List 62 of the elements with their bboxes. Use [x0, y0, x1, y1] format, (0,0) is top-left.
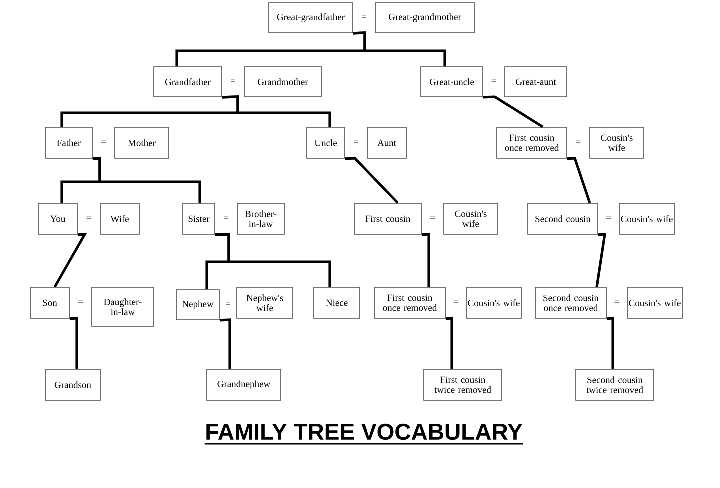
- person-box: Great-grandmother: [375, 2, 475, 34]
- person-box: Second cousin once removed: [535, 287, 607, 319]
- person-box: Great-grandfather: [268, 2, 354, 34]
- equals-sign: =: [86, 216, 92, 220]
- equals-sign: =: [354, 140, 358, 144]
- person-box: First cousin once removed: [374, 287, 446, 319]
- person-box: Brother-in-law: [237, 203, 285, 235]
- person-box: Niece: [314, 287, 360, 319]
- family-line: [222, 96, 332, 128]
- person-box: Cousin's wife: [466, 287, 522, 319]
- person-box: Father: [45, 127, 93, 159]
- family-line: [345, 157, 399, 204]
- person-box: First cousin once removed: [496, 127, 568, 159]
- person-box: First cousin: [354, 203, 422, 235]
- person-box: Grandson: [45, 369, 101, 401]
- person-box: Daughter-in-law: [92, 287, 154, 327]
- person-box: You: [38, 203, 78, 235]
- family-line: [353, 32, 446, 67]
- person-box: Cousin's wife: [627, 287, 683, 319]
- person-box: Grandmother: [244, 66, 322, 98]
- family-line: [483, 96, 544, 128]
- person-box: Mother: [114, 127, 170, 159]
- family-line: [606, 317, 614, 370]
- family-line: [446, 317, 454, 370]
- person-box: Aunt: [367, 127, 407, 159]
- family-line: [567, 157, 592, 204]
- equals-sign: =: [102, 140, 106, 144]
- person-box: Second cousin twice removed: [576, 369, 654, 401]
- equals-sign: =: [362, 16, 366, 18]
- equals-sign: =: [430, 216, 436, 220]
- family-line: [215, 233, 332, 288]
- family-line: [220, 318, 232, 370]
- family-line: [70, 317, 78, 370]
- equals-sign: =: [231, 80, 236, 82]
- person-box: Second cousin: [528, 203, 598, 235]
- family-line: [54, 233, 88, 288]
- family-line: [422, 233, 430, 288]
- equals-sign: =: [78, 300, 84, 304]
- person-box: First cousin twice removed: [424, 369, 502, 401]
- equals-sign: =: [614, 300, 620, 304]
- person-box: Uncle: [306, 127, 346, 159]
- person-box: Great-uncle: [420, 66, 484, 98]
- equals-sign: =: [606, 216, 612, 220]
- person-box: Grandfather: [154, 66, 222, 98]
- family-line: [596, 233, 607, 288]
- person-box: Cousin's wife: [619, 203, 675, 235]
- person-box: Grandnephew: [206, 369, 282, 401]
- equals-sign: =: [454, 300, 458, 304]
- equals-sign: =: [226, 302, 230, 306]
- person-box: Cousin's wife: [590, 127, 644, 159]
- person-box: Nephew's wife: [236, 287, 294, 319]
- title: FAMILY TREE VOCABULARY: [204, 424, 524, 445]
- person-box: Cousin's wife: [444, 203, 498, 235]
- person-box: Nephew: [176, 290, 220, 320]
- equals-sign: =: [492, 80, 496, 82]
- equals-sign: =: [576, 140, 581, 144]
- person-box: Great-aunt: [504, 66, 568, 98]
- family-line: [92, 157, 202, 204]
- person-box: Sister: [182, 203, 216, 235]
- person-box: Wife: [100, 203, 140, 235]
- person-box: Son: [30, 287, 70, 319]
- equals-sign: =: [224, 216, 228, 220]
